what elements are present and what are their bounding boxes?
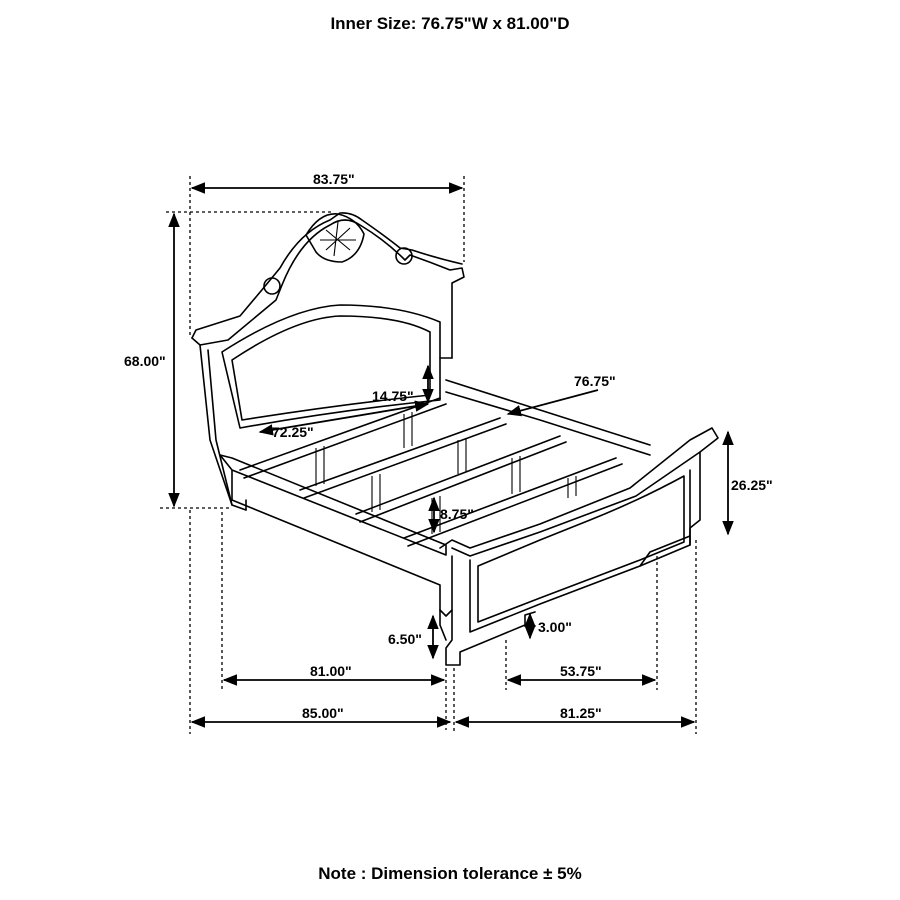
dim-overall-height: 68.00" <box>124 353 166 369</box>
dim-headboard-panel: 14.75" <box>372 388 414 404</box>
dim-footboard-span: 53.75" <box>560 663 602 679</box>
dim-foot-cutout: 3.00" <box>538 619 572 635</box>
dim-overall-width: 81.25" <box>560 705 602 721</box>
dim-footboard-height: 26.25" <box>731 477 773 493</box>
dimension-lines <box>160 176 734 734</box>
inner-size-title: Inner Size: 76.75"W x 81.00"D <box>330 14 570 33</box>
tolerance-note: Note : Dimension tolerance ± 5% <box>318 864 582 883</box>
dim-inner-length-left: 72.25" <box>272 424 314 440</box>
dim-inner-width: 76.75" <box>574 373 616 389</box>
dim-top-width: 83.75" <box>313 171 355 187</box>
bed-frame <box>191 212 719 666</box>
dim-inner-length: 81.00" <box>310 663 352 679</box>
dim-overall-length: 85.00" <box>302 705 344 721</box>
dim-foot-clearance: 6.50" <box>388 631 422 647</box>
dim-rail-height: 8.75" <box>440 506 474 522</box>
